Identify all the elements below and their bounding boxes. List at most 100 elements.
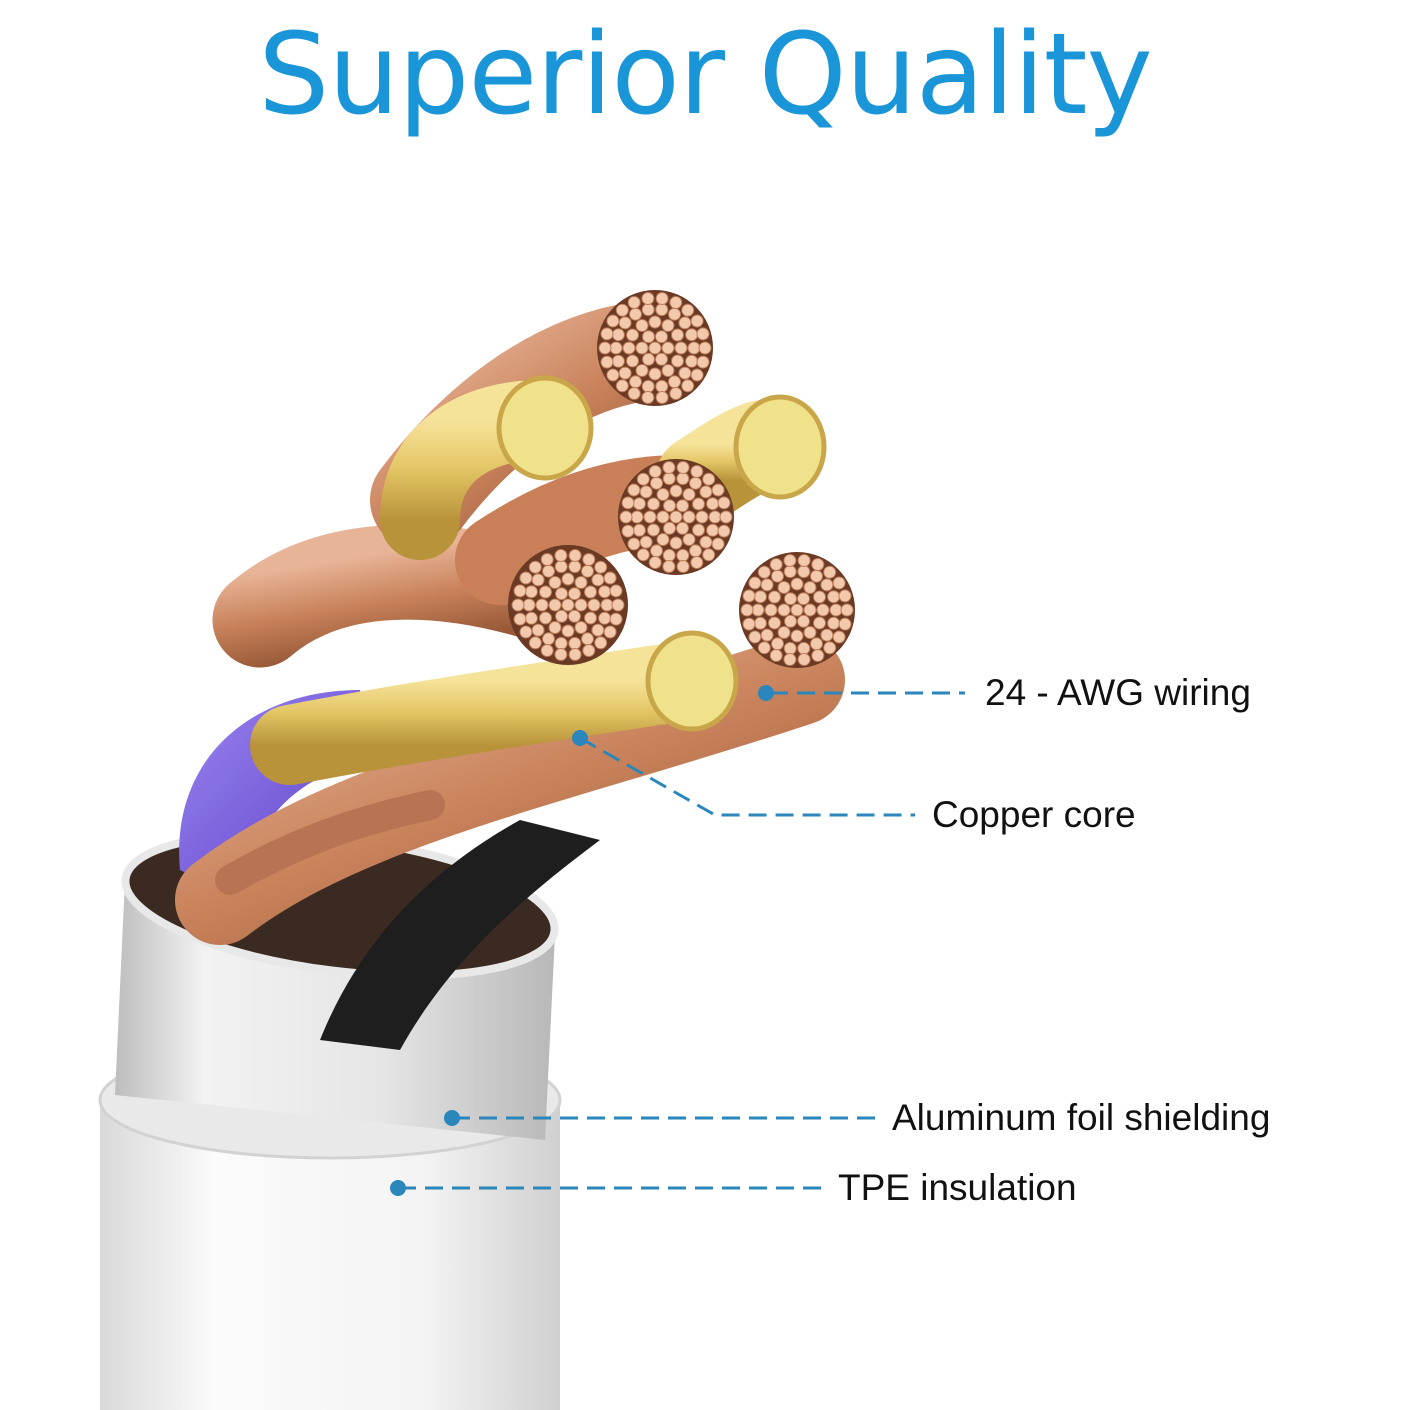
copper-strand — [827, 590, 841, 604]
copper-strand — [695, 510, 709, 524]
copper-strand — [771, 569, 784, 583]
copper-strand — [803, 603, 817, 617]
copper-strand — [663, 499, 676, 513]
copper-strand — [663, 521, 676, 535]
copper-strand — [554, 560, 568, 574]
copper-strand — [513, 584, 527, 598]
callout-leaders — [398, 691, 965, 1190]
copper-strand — [650, 544, 663, 558]
copper-strand — [648, 367, 662, 381]
copper-strand — [816, 603, 830, 617]
copper-strand — [648, 556, 662, 569]
copper-strand — [603, 571, 617, 585]
copper-strand — [674, 341, 688, 355]
copper-strand — [777, 603, 791, 617]
copper-strand — [587, 598, 601, 612]
copper-strand — [627, 483, 641, 497]
copper-strand — [594, 636, 608, 650]
copper-strand — [648, 341, 662, 355]
copper-strand — [783, 641, 797, 655]
copper-strand — [615, 379, 629, 393]
awg-wiring-label: 24 - AWG wiring — [985, 672, 1251, 713]
copper-strand — [769, 558, 783, 571]
copper-strand — [611, 598, 625, 612]
copper-strand — [777, 581, 791, 594]
copper-strand — [698, 341, 712, 355]
copper-strand — [708, 510, 722, 524]
copper-strand — [682, 488, 696, 501]
copper-strand — [676, 472, 690, 486]
copper-strand — [696, 327, 710, 341]
callout-dots — [390, 685, 774, 1196]
copper-strand — [639, 535, 653, 549]
copper-strand — [627, 387, 641, 400]
copper-strand — [661, 341, 675, 355]
copper-strand — [535, 598, 549, 612]
copper-strand — [540, 553, 554, 566]
copper-strand — [632, 497, 646, 511]
copper-strand — [524, 611, 538, 625]
copper-strand — [554, 648, 568, 661]
copper-strand — [647, 497, 660, 511]
copper-strand — [548, 598, 562, 612]
copper-strand — [810, 637, 823, 651]
copper-strand — [662, 472, 676, 486]
copper-strand — [519, 625, 533, 639]
foil-dot — [444, 1110, 460, 1126]
copper-strand — [611, 328, 625, 342]
copper-strand — [618, 366, 632, 380]
copper-strand — [574, 598, 588, 612]
copper-strand — [662, 461, 676, 474]
copper-strand — [568, 648, 582, 661]
copper-strand — [742, 589, 756, 603]
copper-strand — [555, 609, 568, 623]
copper-strand — [568, 560, 582, 574]
copper-strand — [568, 636, 582, 650]
copper-strand — [542, 632, 555, 646]
copper-strand — [656, 488, 670, 501]
copper-strand — [522, 598, 536, 612]
copper-strand — [764, 603, 778, 617]
copper-strand — [668, 375, 681, 389]
copper-strand — [554, 636, 568, 650]
copper-strand — [540, 644, 554, 657]
copper-strand — [662, 560, 676, 573]
copper-strand — [771, 637, 784, 651]
copper-strand — [655, 352, 668, 366]
copper-strand — [641, 379, 655, 393]
copper-strand — [574, 621, 588, 634]
copper-strand — [669, 484, 683, 498]
copper-strand — [643, 510, 657, 524]
copper-strand — [636, 548, 650, 562]
copper-strand — [699, 535, 713, 549]
copper-strand — [832, 576, 846, 590]
copper-strand — [706, 523, 720, 537]
copper-strand — [768, 590, 781, 604]
copper-strand-ends — [508, 290, 855, 668]
copper-strand — [784, 592, 797, 606]
copper-strand — [632, 523, 646, 537]
copper-strand — [528, 636, 542, 650]
copper-strand — [528, 560, 542, 574]
copper-strand — [676, 521, 689, 535]
copper-strand — [790, 603, 804, 617]
copper-strand — [719, 510, 733, 524]
copper-strand — [626, 328, 639, 342]
copper-strand — [777, 626, 791, 639]
copper-strand — [681, 303, 695, 317]
copper-strand — [753, 616, 767, 630]
gold-conductor-end — [496, 375, 827, 732]
copper-strand — [568, 609, 581, 623]
copper-strand — [554, 549, 568, 562]
copper-strand — [676, 499, 689, 513]
copper-strand — [609, 584, 623, 598]
copper-strand — [671, 328, 684, 342]
copper-strand — [594, 560, 608, 574]
copper-strand — [711, 483, 725, 497]
copper-strand — [702, 472, 716, 486]
black-insulated-wire — [320, 820, 600, 1050]
copper-strand — [627, 296, 641, 309]
copper-strand — [656, 533, 670, 546]
copper-strand — [820, 628, 834, 642]
copper-strand — [784, 614, 797, 628]
